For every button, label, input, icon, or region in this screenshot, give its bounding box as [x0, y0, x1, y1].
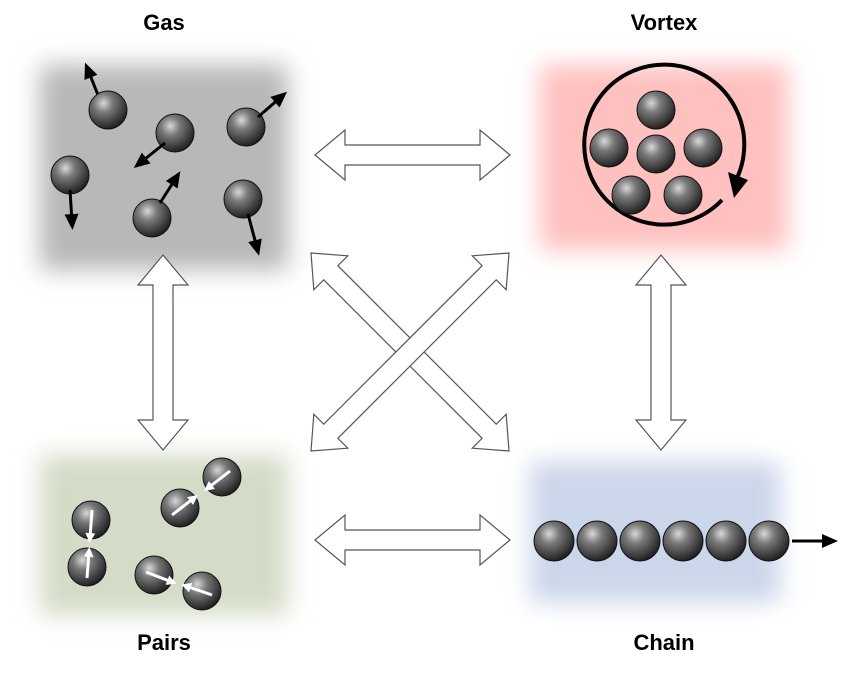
gas-vortex-arrow: [314, 128, 511, 182]
pairs-particles: [67, 457, 242, 611]
chain-particles: [533, 520, 838, 562]
sphere: [223, 179, 263, 256]
rotation-arrowhead: [728, 172, 748, 198]
pairs-label: Pairs: [137, 630, 191, 655]
gas-pairs-arrow: [136, 254, 190, 451]
gas-label: Gas: [143, 10, 185, 35]
vortex-cluster: [582, 62, 748, 227]
vortex-label: Vortex: [630, 10, 698, 35]
transition-arrows: [136, 128, 688, 567]
sphere: [50, 155, 90, 230]
sphere: [226, 91, 288, 147]
sphere: [133, 113, 195, 168]
sphere: [84, 62, 128, 130]
pairs-chain-arrow: [314, 513, 511, 567]
sphere: [132, 171, 181, 238]
rotation-arrow: [582, 62, 747, 227]
chain-label: Chain: [633, 630, 695, 655]
vortex-chain-arrow: [634, 254, 688, 451]
gas-particles: [50, 62, 288, 256]
pairs-vortex-arrow: [310, 252, 510, 452]
